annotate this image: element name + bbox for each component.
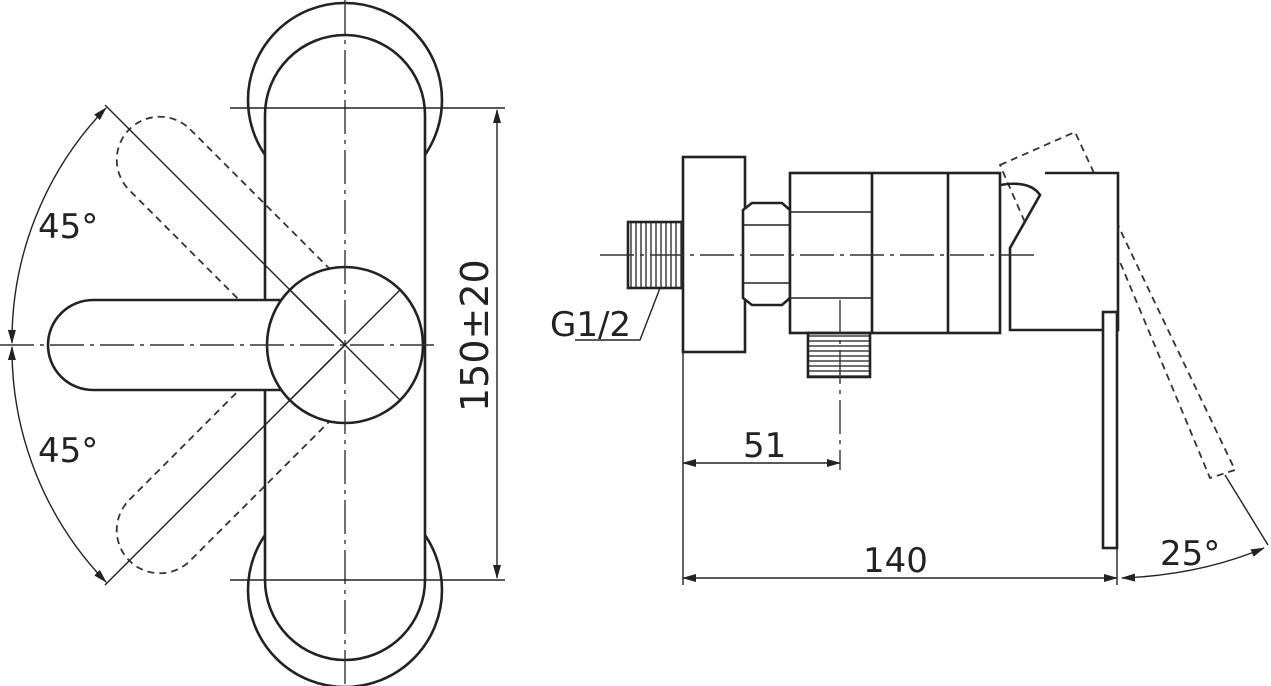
dashed-lever-rotated [998, 130, 1237, 480]
hex-nut [741, 201, 792, 307]
side-view: G1/2 51 140 25° [550, 130, 1269, 585]
outlet-offset-label: 51 [743, 426, 786, 466]
angle-label-lower: 45° [38, 431, 98, 471]
outlet-thread [806, 331, 872, 379]
valve-body [788, 171, 1002, 335]
angle-label-upper: 45° [38, 207, 98, 247]
front-view: 45° 45° 150±20 [0, 0, 505, 686]
lever-angle-arc [1121, 547, 1265, 582]
angle-arc-upper [7, 107, 107, 344]
lever-head [999, 171, 1120, 332]
thread-label: G1/2 [550, 305, 631, 345]
height-dimension-label: 150±20 [453, 259, 497, 412]
lever-plate [1101, 310, 1119, 550]
lever-angle-label: 25° [1160, 534, 1220, 574]
depth-label: 140 [863, 541, 928, 581]
angle-arc-lower [7, 346, 107, 583]
